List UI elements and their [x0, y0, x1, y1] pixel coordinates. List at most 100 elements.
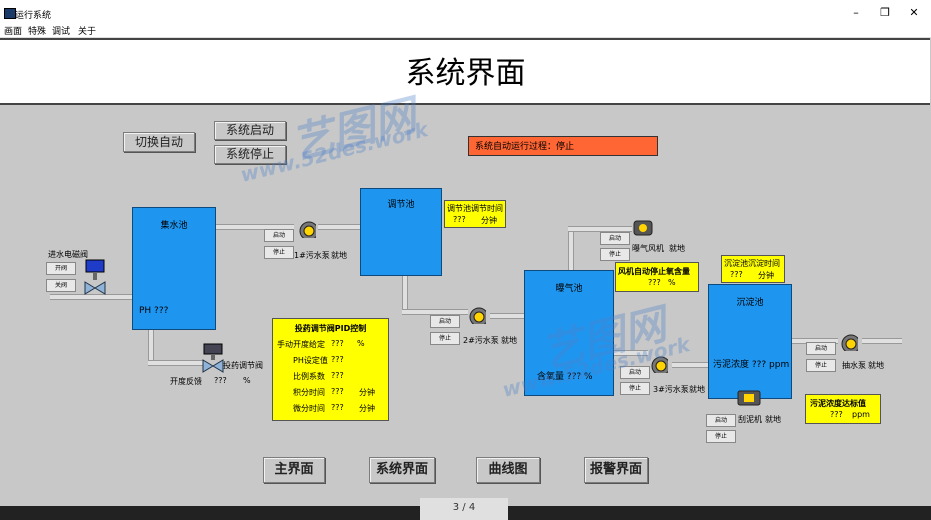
- settling-tank: 沉淀池 污泥浓度 ??? ppm: [708, 284, 792, 399]
- nav-system-button[interactable]: 系统界面: [369, 457, 435, 483]
- scraper-label: 刮泥机: [738, 415, 762, 424]
- pid-row-2-value[interactable]: ???: [331, 371, 344, 380]
- adjust-tank-name: 调节池: [387, 200, 415, 210]
- extract-label: 抽水泵: [842, 361, 866, 370]
- inlet-close-button[interactable]: 关阀: [46, 279, 76, 292]
- minimize-button[interactable]: –: [853, 6, 859, 19]
- fan-state: 就地: [669, 244, 685, 253]
- collect-tank: 集水池 PH ???: [132, 207, 216, 330]
- pid-row-0-key: 手动开度给定: [277, 340, 325, 349]
- dosing-feedback-value: ???: [214, 376, 227, 385]
- pid-row-3-unit: 分钟: [359, 388, 375, 397]
- pump3-start-button[interactable]: 启动: [620, 366, 650, 379]
- close-button[interactable]: ✕: [909, 6, 919, 19]
- pipe-fan-down: [568, 228, 574, 270]
- fan-stop-value[interactable]: ???: [648, 278, 661, 287]
- pid-row-0-unit: %: [357, 339, 365, 348]
- dosing-feedback-label: 开度反馈: [170, 377, 202, 386]
- extract-stop-button[interactable]: 停止: [806, 359, 836, 372]
- settle-time-panel: 沉淀池沉淀时间 ??? 分钟: [721, 255, 785, 283]
- dosing-feedback-unit: %: [243, 376, 251, 385]
- pump2-label: 2#污水泵: [463, 336, 499, 345]
- window-title: 运行系统: [15, 11, 52, 21]
- status-label: 系统自动运行过程：: [475, 142, 557, 152]
- pid-row-4-unit: 分钟: [359, 404, 375, 413]
- pipe-aerate-pump3: [612, 350, 648, 356]
- fan-stop-button[interactable]: 停止: [600, 248, 630, 261]
- pipe-extract-out: [862, 338, 902, 344]
- inlet-open-button[interactable]: 开阀: [46, 262, 76, 275]
- pipe-dosing-down: [148, 328, 154, 362]
- menu-about[interactable]: 关于: [78, 27, 97, 37]
- pid-row-1-value[interactable]: ???: [331, 355, 344, 364]
- fan-stop-unit: %: [668, 278, 676, 287]
- pump2-stop-button[interactable]: 停止: [430, 332, 460, 345]
- scraper-stop-button[interactable]: 停止: [706, 430, 736, 443]
- app-icon: [4, 8, 16, 19]
- pid-row-0-value[interactable]: ???: [331, 339, 344, 348]
- settle-time-value[interactable]: ???: [730, 270, 743, 279]
- fan-start-button[interactable]: 启动: [600, 232, 630, 245]
- adjust-time-panel: 调节池调节时间 ??? 分钟: [444, 200, 506, 228]
- settle-time-unit: 分钟: [758, 271, 774, 280]
- pump2-state: 就地: [501, 336, 517, 345]
- adjust-time-unit: 分钟: [481, 216, 497, 225]
- inlet-valve-label: 进水电磁阀: [48, 250, 88, 259]
- settle-time-title: 沉淀池沉淀时间: [724, 259, 780, 268]
- nav-main-button[interactable]: 主界面: [263, 457, 325, 483]
- fan-label: 曝气风机: [632, 244, 664, 253]
- pump2-start-button[interactable]: 启动: [430, 315, 460, 328]
- menu-debug[interactable]: 调试: [52, 27, 71, 37]
- dosing-valve-icon[interactable]: [200, 342, 226, 376]
- page-indicator: 3 / 4: [420, 498, 508, 520]
- pid-row-1-key: PH设定值: [293, 356, 328, 365]
- fan-stop-title: 风机自动停止氧含量: [618, 267, 690, 276]
- pipe-adjust-pump2: [402, 309, 468, 315]
- extract-start-button[interactable]: 启动: [806, 342, 836, 355]
- pid-row-2-key: 比例系数: [293, 372, 325, 381]
- adjust-time-value[interactable]: ???: [453, 215, 466, 224]
- pipe-pump2-aerate: [490, 313, 524, 319]
- pump1-icon[interactable]: [298, 220, 316, 238]
- pid-row-3-value[interactable]: ???: [331, 387, 344, 396]
- scraper-start-button[interactable]: 启动: [706, 414, 736, 427]
- pid-row-4-key: 微分时间: [293, 404, 325, 413]
- pump3-icon[interactable]: [650, 355, 668, 373]
- aeration-tank-name: 曝气池: [555, 284, 583, 294]
- sludge-target-panel: 污泥浓度达标值 ??? ppm: [805, 394, 881, 424]
- adjust-time-title: 调节池调节时间: [447, 204, 503, 213]
- pid-panel: 投药调节阀PID控制 手动开度给定 ??? % PH设定值 ??? 比例系数 ?…: [272, 318, 389, 421]
- collect-tank-name: 集水池: [160, 221, 188, 231]
- nav-curve-button[interactable]: 曲线图: [476, 457, 540, 483]
- inlet-valve-icon[interactable]: [82, 258, 108, 302]
- fan-stop-panel: 风机自动停止氧含量 ??? %: [615, 262, 699, 292]
- pid-row-4-value[interactable]: ???: [331, 403, 344, 412]
- nav-alarm-button[interactable]: 报警界面: [584, 457, 648, 483]
- scraper-state: 就地: [765, 415, 781, 424]
- pump3-stop-button[interactable]: 停止: [620, 382, 650, 395]
- adjust-tank: 调节池: [360, 188, 442, 276]
- maximize-button[interactable]: ❐: [880, 6, 890, 19]
- auto-run-status: 系统自动运行过程：停止: [468, 136, 658, 156]
- switch-auto-button[interactable]: 切换自动: [123, 132, 195, 152]
- ph-readout: PH ???: [139, 306, 169, 316]
- pump2-icon[interactable]: [468, 306, 486, 324]
- page-title: 系统界面: [405, 56, 526, 91]
- pump1-stop-button[interactable]: 停止: [264, 246, 294, 259]
- pipe-dosing: [148, 360, 204, 366]
- pump3-label: 3#污水泵: [653, 385, 689, 394]
- settling-tank-name: 沉淀池: [736, 298, 764, 308]
- menu-screen[interactable]: 画面: [4, 27, 23, 37]
- sludge-target-value[interactable]: ???: [830, 410, 843, 419]
- pump1-start-button[interactable]: 启动: [264, 229, 294, 242]
- system-stop-button[interactable]: 系统停止: [214, 145, 286, 164]
- scraper-icon[interactable]: [736, 388, 762, 408]
- system-start-button[interactable]: 系统启动: [214, 121, 286, 140]
- pump3-state: 就地: [689, 385, 705, 394]
- aeration-fan-icon[interactable]: [632, 217, 654, 239]
- oxygen-readout: 含氧量 ??? %: [537, 372, 593, 382]
- extract-state: 就地: [868, 361, 884, 370]
- pipe-pump1-adjust: [318, 224, 360, 230]
- extract-pump-icon[interactable]: [840, 333, 858, 351]
- menu-special[interactable]: 特殊: [28, 27, 47, 37]
